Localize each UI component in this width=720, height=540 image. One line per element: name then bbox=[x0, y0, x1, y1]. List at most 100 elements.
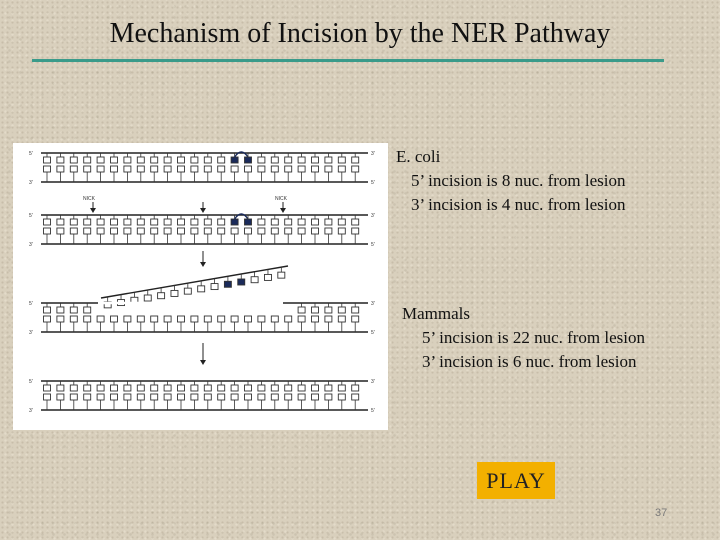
base bbox=[190, 393, 199, 401]
base bbox=[69, 315, 78, 323]
base bbox=[56, 165, 65, 173]
base bbox=[190, 165, 199, 173]
base bbox=[264, 273, 272, 281]
base bbox=[337, 315, 346, 323]
base bbox=[203, 315, 212, 323]
base bbox=[110, 218, 118, 226]
arrow-head-icon bbox=[90, 208, 96, 213]
base bbox=[324, 393, 333, 401]
base bbox=[69, 218, 78, 226]
base bbox=[284, 165, 293, 173]
base bbox=[96, 384, 105, 392]
base bbox=[217, 227, 226, 235]
strand-end-5-label: 5' bbox=[29, 379, 33, 385]
strand-end-3-label: 3' bbox=[29, 242, 33, 248]
base bbox=[311, 384, 319, 392]
base bbox=[217, 156, 226, 164]
base bbox=[217, 218, 226, 226]
base bbox=[177, 384, 185, 392]
strand-end-5-label: 5' bbox=[29, 151, 33, 157]
base bbox=[183, 287, 192, 295]
base bbox=[163, 315, 172, 323]
base bbox=[351, 218, 360, 226]
base bbox=[83, 315, 92, 323]
base bbox=[190, 218, 199, 226]
base bbox=[297, 315, 306, 323]
base bbox=[110, 156, 118, 164]
strand-end-5-label: 5' bbox=[371, 408, 375, 414]
strand-end-5-label: 5' bbox=[371, 242, 375, 248]
base bbox=[311, 156, 319, 164]
base bbox=[96, 156, 105, 164]
base bbox=[83, 384, 92, 392]
strand-end-3-label: 3' bbox=[371, 379, 375, 385]
base bbox=[270, 156, 279, 164]
base bbox=[284, 227, 293, 235]
base bbox=[110, 393, 118, 401]
nick-label-right: NICK bbox=[275, 196, 288, 202]
base bbox=[203, 156, 212, 164]
base bbox=[123, 218, 132, 226]
arrow-head-icon bbox=[280, 208, 286, 213]
base bbox=[311, 315, 319, 323]
base bbox=[136, 393, 145, 401]
base bbox=[157, 292, 166, 300]
strand-end-3-label: 3' bbox=[371, 151, 375, 157]
base bbox=[337, 306, 346, 314]
mammals-5-incision: 5’ incision is 22 nuc. from lesion bbox=[422, 328, 646, 347]
base bbox=[324, 306, 333, 314]
nick-label-left: NICK bbox=[83, 196, 96, 202]
base bbox=[83, 306, 92, 314]
base bbox=[324, 165, 333, 173]
base bbox=[351, 227, 360, 235]
base bbox=[244, 227, 252, 235]
base bbox=[177, 227, 185, 235]
arrow-head-icon bbox=[200, 208, 206, 213]
base bbox=[163, 156, 172, 164]
base bbox=[110, 227, 118, 235]
base bbox=[96, 227, 105, 235]
base bbox=[96, 165, 105, 173]
base bbox=[337, 165, 346, 173]
base bbox=[136, 315, 145, 323]
base bbox=[257, 227, 266, 235]
base bbox=[56, 227, 65, 235]
ecoli-3-incision: 3’ incision is 4 nuc. from lesion bbox=[411, 195, 626, 214]
base bbox=[203, 218, 212, 226]
base bbox=[284, 218, 293, 226]
base bbox=[244, 384, 252, 392]
base bbox=[257, 393, 266, 401]
base bbox=[190, 315, 199, 323]
base bbox=[150, 393, 159, 401]
base bbox=[190, 227, 199, 235]
base bbox=[123, 384, 132, 392]
lesion-link bbox=[234, 151, 249, 158]
strand-end-3-label: 3' bbox=[29, 330, 33, 336]
lesion-base bbox=[223, 280, 232, 288]
base bbox=[163, 384, 172, 392]
base bbox=[351, 165, 360, 173]
base bbox=[284, 384, 293, 392]
base bbox=[69, 165, 78, 173]
ecoli-5-incision: 5’ incision is 8 nuc. from lesion bbox=[411, 171, 626, 190]
base bbox=[163, 165, 172, 173]
base bbox=[230, 315, 239, 323]
base bbox=[43, 393, 51, 401]
base bbox=[136, 218, 145, 226]
base bbox=[43, 306, 51, 314]
excised-strand bbox=[100, 265, 289, 299]
strand-end-5-label: 5' bbox=[29, 213, 33, 219]
base bbox=[110, 165, 118, 173]
strand-end-3-label: 3' bbox=[371, 213, 375, 219]
play-button[interactable]: PLAY bbox=[477, 462, 555, 499]
base bbox=[337, 227, 346, 235]
base bbox=[324, 384, 333, 392]
base bbox=[163, 227, 172, 235]
base bbox=[56, 218, 65, 226]
base bbox=[110, 315, 118, 323]
base bbox=[324, 315, 333, 323]
strand-end-5-label: 5' bbox=[371, 180, 375, 186]
base bbox=[177, 218, 185, 226]
base bbox=[297, 165, 306, 173]
base bbox=[284, 156, 293, 164]
